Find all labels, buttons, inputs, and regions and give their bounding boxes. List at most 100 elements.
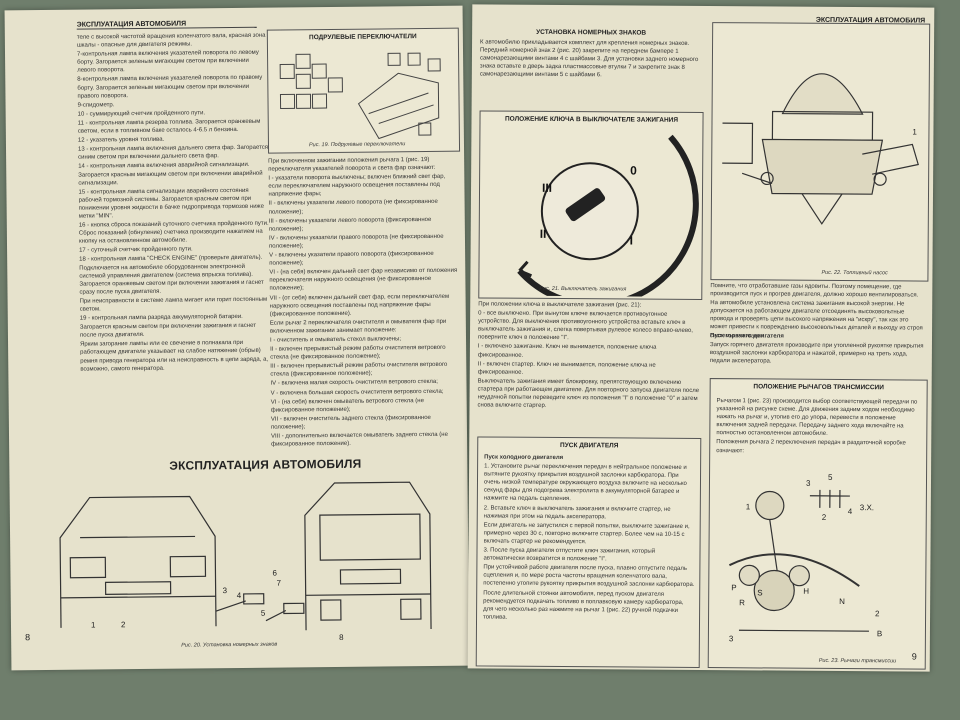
right_page.gear_text-paragraph: Положения рычага 2 переключения передач … [716,439,906,454]
left_page.col2-paragraph: VI - (на себя) включен омыватель ветрово… [270,397,424,414]
switch-figure-box: ПОДРУЛЕВЫЕ ПЕРЕКЛЮЧАТЕЛИ Рис. 19. Подрул… [266,27,461,154]
key-label-1: I [630,233,633,247]
fig20-caption: Рис. 20. Установка номерных знаков [181,641,278,649]
left_page.col1-paragraph: 11 - контрольная лампа резерва топлива. … [77,118,261,135]
gear-label: 3 [806,479,811,488]
svg-text:2: 2 [121,620,126,629]
svg-text:1: 1 [91,620,96,629]
gear-label: S [757,588,762,597]
start-title: ПУСК ДВИГАТЕЛЯ [560,442,619,450]
page-header: ЭКСПЛУАТАЦИЯ АВТОМОБИЛЯ [76,19,257,30]
svg-text:3: 3 [223,586,228,595]
left_page.col1-paragraph: 7-контрольная лампа включения указателей… [76,49,259,75]
left_page.col2-paragraph: II - включены указатели левого поворота … [268,199,438,216]
left_page.col1-paragraph: Загорается красным светом при включении … [79,322,257,339]
hot-title: Пуск горячего двигателя [709,333,784,340]
page-number-right: 9 [911,651,917,662]
left_page.col2-paragraph: VIII - дополнительно включается омывател… [271,431,448,448]
left_page.col2-paragraph: III - включен прерывистый режим работы о… [270,362,448,378]
gear-label: 4 [848,507,853,516]
left_page.col1-paragraph: 18 - контрольная лампа "CHECK ENGINE" (п… [79,255,264,296]
cold-start-text: Пуск холодного двигателя 1. Установите р… [483,453,696,623]
svg-text:7: 7 [277,579,282,588]
gear-label: R [739,598,745,607]
gear-label: 2 [875,609,880,618]
fig21-caption: Рис. 21. Выключатель зажигания [539,285,627,293]
gear-label: 3 [729,634,734,643]
gear-label: 1 [746,502,751,511]
left_page.col1-paragraph: 15 - контрольная лампа сигнализации авар… [78,187,264,220]
key-title: ПОЛОЖЕНИЕ КЛЮЧА В ВЫКЛЮЧАТЕЛЕ ЗАЖИГАНИЯ [504,115,679,124]
svg-text:4: 4 [237,591,242,600]
left_page.col2-paragraph: VII - (от себя) включен дальний свет фар… [269,293,450,318]
key-label-0: 0 [630,164,637,178]
car-plates-drawing: 1 2 34 5 6 7 8 [59,481,432,642]
hot-start-block: Пуск горячего двигателя Запуск горячего … [710,332,926,368]
left_page.col2-paragraph: II - включен прерывистый режим работы оч… [270,344,446,361]
fig19-caption: Рис. 19. Подрулевые переключатели [308,141,406,149]
gear-label: H [803,587,809,596]
right_page.cold_text-paragraph: При устойчивой работе двигателя после пу… [483,564,695,589]
key-label-2: II [540,227,547,241]
text-column-right: При включенном зажигании положения рычаг… [268,156,461,458]
right_page.cold_text-paragraph: 1. Установите рычаг переключения передач… [483,463,687,503]
page-number-left: 8 [25,632,31,643]
key-label-3: III [542,181,552,195]
svg-text:1: 1 [912,127,917,136]
gear-label: B [877,629,882,638]
right_page.key_text-paragraph: При положении ключа в выключателе зажига… [478,301,642,309]
right_page.cold_text-paragraph: 3. После пуска двигателя отпустите ключ … [483,547,656,563]
gear-label: N [839,597,845,606]
ignition-figure-box: ПОЛОЖЕНИЕ КЛЮЧА В ВЫКЛЮЧАТЕЛЕ ЗАЖИГАНИЯ … [478,110,704,301]
right_page.key_text-paragraph: 0 - все выключено. При вынутом ключе вкл… [477,310,693,342]
left_page.col1-paragraph: 8-контрольная лампа включения указателей… [77,75,263,100]
section-big-title: ЭКСПЛУАТАЦИЯ АВТОМОБИЛЯ [169,456,362,473]
fig22-caption: Рис. 22. Топливный насос [821,269,888,277]
left_page.col2-paragraph: I - указатели поворота выключены; включе… [268,173,446,199]
left_page.col1-paragraph: Ярким загорание лампы или ее свечение в … [80,340,269,373]
left_page.col2-paragraph: III - включены указатели левого поворота… [268,216,432,233]
switch-box-title: ПОДРУЛЕВЫЕ ПЕРЕКЛЮЧАТЕЛИ [308,33,417,42]
left_page.col2-paragraph: Если рычаг 2 переключателя очистителя и … [269,318,447,335]
right_page.gear_text-paragraph: Рычагом 1 (рис. 23) производится выбор с… [716,398,918,438]
left_page.col2-paragraph: VI - (на себя) включен дальний свет фар … [269,267,458,293]
left_page.col1-paragraph: 16 - кнопка сброса показаний суточного с… [78,220,269,245]
fig23-caption: Рис. 23. Рычаги трансмиссии [818,657,897,665]
left_page.col2-paragraph: V - включены указатели правого поворота … [269,250,434,267]
left-page: ЭКСПЛУАТАЦИЯ АВТОМОБИЛЯ теле с высокой ч… [4,5,470,671]
right_page.right_col_text-paragraph: Помните, что отработавшие газы ядовиты. … [710,283,919,299]
left_page.col2-paragraph: VII - включен очиститель заднего стекла … [270,414,431,431]
hot-text: Запуск горячего двигателя производите пр… [709,342,924,365]
gear-title: ПОЛОЖЕНИЕ РЫЧАГОВ ТРАНСМИССИИ [753,383,884,392]
right_page.key_text-paragraph: I - включено зажигание. Ключ не вынимает… [477,343,657,359]
left_page.col1-paragraph: теле с высокой частотой вращения коленча… [76,32,266,49]
gear-text: Рычагом 1 (рис. 23) производится выбор с… [716,397,922,457]
svg-text:8: 8 [339,633,344,642]
right_page.cold_text-paragraph: Если двигатель не запустился с первой по… [483,522,690,546]
cold-title: Пуск холодного двигателя [484,454,564,462]
ignition-switch-drawing: 0 I II III [517,134,699,298]
engine-start-box: ПУСК ДВИГАТЕЛЯ Пуск холодного двигателя … [475,436,702,668]
right_page.cold_text-paragraph: После длительной стоянки автомобиля, пер… [483,589,684,621]
text-column-left: теле с высокой частотой вращения коленча… [77,32,271,414]
gear-label: 5 [828,473,833,482]
plates-title: УСТАНОВКА НОМЕРНЫХ ЗНАКОВ [536,28,647,37]
gear-label: P [731,583,736,592]
svg-text:6: 6 [272,569,277,578]
left_page.col1-paragraph: 14 - контрольная лампа включения аварийн… [78,162,263,187]
right_page.cold_text-paragraph: 2. Вставьте ключ в выключатель зажигания… [483,505,671,520]
svg-text:5: 5 [261,609,266,618]
left_page.col1-paragraph: При неисправности в системе лампа мигает… [79,296,268,313]
left_page.col2-paragraph: IV - включены указатели правого поворота… [268,233,444,250]
key-text: При положении ключа в выключателе зажига… [477,300,700,412]
fuel-pump-drawing: 1 [722,73,919,225]
gear-label: 2 [822,513,827,522]
left_page.col1-paragraph: 13 - контрольная лампа включения дальнег… [77,144,269,161]
left_page.col2-paragraph: При включенном зажигании положения рычаг… [268,156,436,173]
right-page: ЭКСПЛУАТАЦИЯ АВТОМОБИЛЯ УСТАНОВКА НОМЕРН… [467,4,935,672]
transmission-box: ПОЛОЖЕНИЕ РЫЧАГОВ ТРАНСМИССИИ Рычагом 1 … [707,378,928,670]
right_page.key_text-paragraph: Выключатель зажигания имеет блокировку, … [477,378,700,410]
fuel-pump-figure: 1 Рис. 22. Топливный насос [710,22,931,282]
